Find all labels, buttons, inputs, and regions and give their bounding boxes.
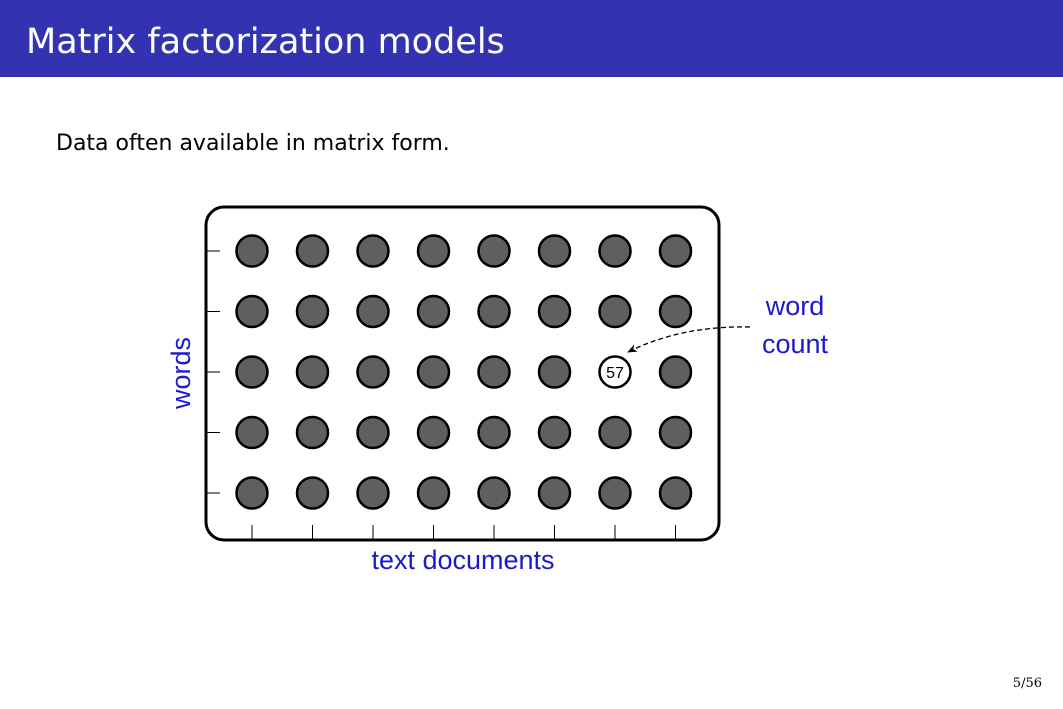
matrix-cell xyxy=(598,294,632,329)
matrix-cell xyxy=(537,294,572,329)
matrix-cell xyxy=(658,234,693,268)
slide-subtitle: Data often available in matrix form. xyxy=(56,131,450,156)
matrix-cell xyxy=(295,355,330,389)
matrix-cell xyxy=(477,415,511,450)
matrix-cell xyxy=(477,476,511,510)
callout-arrow xyxy=(627,326,751,353)
matrix-cell xyxy=(356,294,390,329)
column-axis-label: text documents xyxy=(371,545,554,575)
matrix-cell xyxy=(295,415,330,450)
matrix-cell xyxy=(537,415,572,450)
matrix-cell xyxy=(235,294,269,329)
highlighted-cell-value: 57 xyxy=(606,365,624,382)
matrix-cell xyxy=(356,234,390,268)
matrix-cell xyxy=(235,415,269,450)
matrix-cell xyxy=(598,476,632,510)
callout-label-word: word xyxy=(765,291,825,321)
matrix-cell xyxy=(356,355,390,389)
matrix-cell xyxy=(235,476,269,510)
page-number: 5/56 xyxy=(1012,676,1042,691)
highlighted-cell xyxy=(598,355,632,389)
matrix-cells: 57 xyxy=(235,234,693,510)
matrix-cell xyxy=(295,234,330,268)
matrix-cell xyxy=(537,476,572,510)
matrix-cell xyxy=(356,476,390,510)
matrix-cell xyxy=(537,234,572,268)
callout-label-count: count xyxy=(762,329,829,359)
matrix-cell xyxy=(295,476,330,510)
matrix-frame xyxy=(204,205,721,542)
column-ticks xyxy=(251,525,676,540)
matrix-cell xyxy=(416,294,451,329)
matrix-cell xyxy=(658,476,693,510)
matrix-cell xyxy=(537,355,572,389)
row-ticks xyxy=(206,250,220,494)
matrix-cell xyxy=(416,415,451,450)
matrix-cell xyxy=(416,234,451,268)
matrix-cell xyxy=(416,476,451,510)
matrix-cell xyxy=(477,234,511,268)
matrix-cell xyxy=(477,355,511,389)
matrix-cell xyxy=(477,294,511,329)
matrix-cell xyxy=(295,294,330,329)
matrix-cell xyxy=(658,415,693,450)
matrix-cell xyxy=(658,355,693,389)
title-bar: Matrix factorization models xyxy=(0,0,1063,77)
matrix-cell xyxy=(416,355,451,389)
matrix-cell xyxy=(598,234,632,268)
matrix-cell xyxy=(235,355,269,389)
matrix-cell xyxy=(235,234,269,268)
slide-title: Matrix factorization models xyxy=(26,22,505,62)
matrix-cell xyxy=(598,415,632,450)
matrix-cell xyxy=(356,415,390,450)
row-axis-label: words xyxy=(166,337,196,410)
matrix-cell xyxy=(658,294,693,329)
